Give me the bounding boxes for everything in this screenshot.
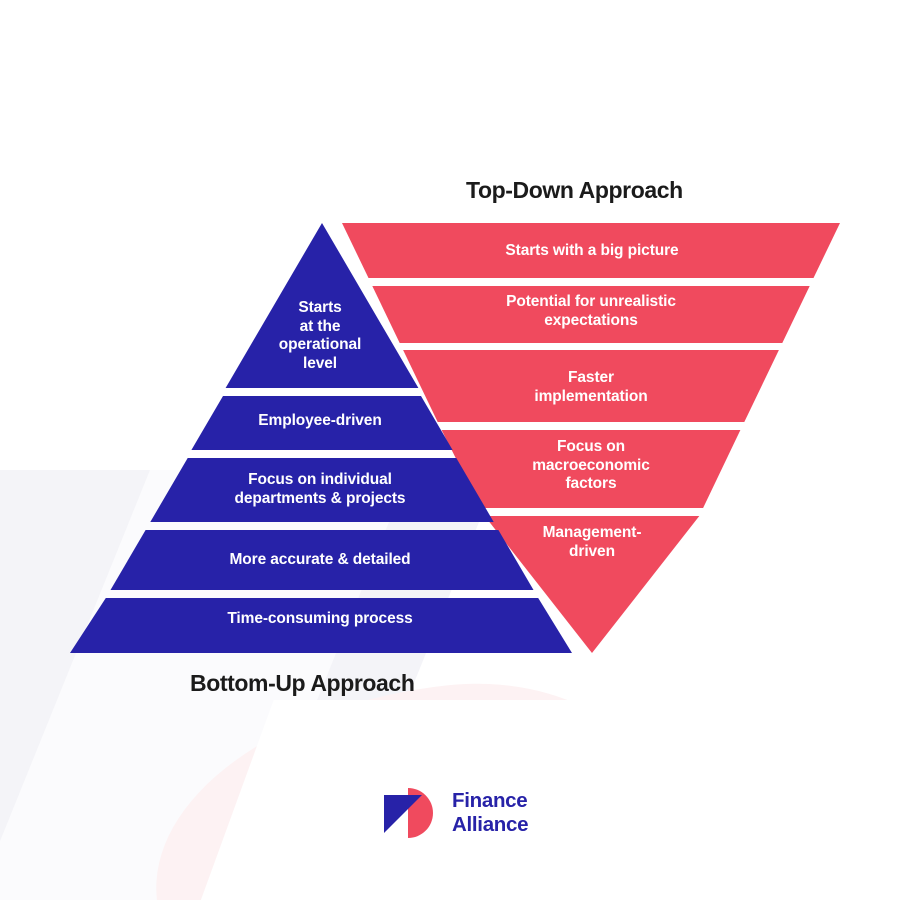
top-down-band-2 [372,286,810,343]
finance-alliance-logo: Finance Alliance [382,786,529,840]
logo-mark-svg [384,788,433,838]
bottom-up-label-3: Focus on individual departments & projec… [234,471,406,507]
logo-mark-icon [382,786,440,840]
bottom-up-band-3 [150,458,494,522]
bottom-up-band-4 [110,530,534,590]
top-down-heading: Top-Down Approach [466,177,683,203]
top-down-label-1: Starts with a big picture [505,242,679,259]
top-down-band-3 [403,350,779,422]
top-down-label-5: Management- driven [542,524,642,560]
bottom-up-label-5: Time-consuming process [227,610,413,627]
top-down-pyramid [342,223,840,653]
top-down-label-2: Potential for unrealistic expectations [506,293,676,329]
bottom-up-label-2: Employee-driven [258,412,382,429]
bottom-up-heading: Bottom-Up Approach [190,670,415,696]
top-down-label-3: Faster implementation [534,369,648,405]
top-down-band-4 [441,430,741,508]
bottom-up-label-4: More accurate & detailed [229,551,411,568]
top-down-band-1 [342,223,840,278]
bottom-up-label-1: Starts at the operational level [278,299,362,372]
bottom-up-band-1 [225,223,419,388]
bottom-up-band-5 [70,598,572,653]
top-down-label-4: Focus on macroeconomic factors [532,438,650,493]
top-down-band-5 [484,516,700,653]
bottom-up-band-2 [191,396,453,450]
logo-triangle-icon [384,795,422,833]
logo-wordmark: Finance Alliance [452,788,529,836]
bottom-up-pyramid [70,223,572,653]
